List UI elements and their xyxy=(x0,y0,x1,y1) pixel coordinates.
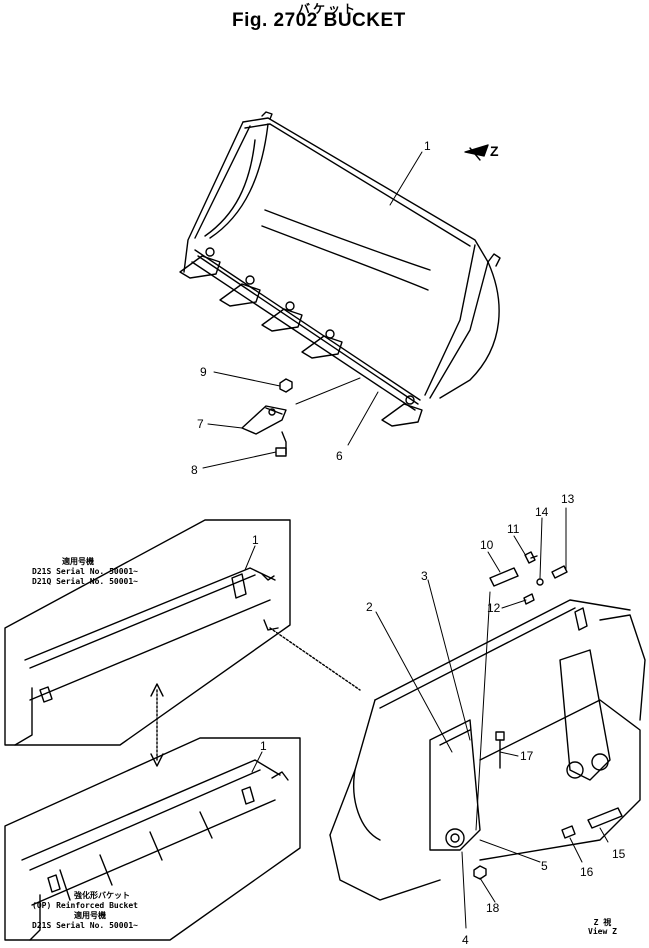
callout-1-reinforced: 1 xyxy=(260,739,267,753)
figure-title: Fig. 2702 BUCKET xyxy=(232,10,406,31)
callout-6: 6 xyxy=(336,449,343,463)
tooth-parts-drawing xyxy=(241,378,293,457)
note-reinforced-heading-jp: 強化形バケット xyxy=(74,891,130,900)
leader-lines-upper xyxy=(202,151,423,469)
callout-12: 12 xyxy=(487,601,501,615)
note-reinforced: 強化形バケット (OP) Reinforced Bucket 適用号機 D21S… xyxy=(32,891,138,931)
callout-9: 9 xyxy=(200,365,207,379)
note-reinforced-serial-d21s: D21S Serial No. 50001~ xyxy=(32,921,138,930)
view-z-arrow-label: Z xyxy=(490,143,499,159)
note-standard: 適用号機 D21S Serial No. 50001~ D21Q Serial … xyxy=(32,557,138,587)
callout-10: 10 xyxy=(480,538,494,552)
note-standard-serial-d21q: D21Q Serial No. 50001~ xyxy=(32,577,138,586)
callout-2: 2 xyxy=(366,600,373,614)
callout-15: 15 xyxy=(612,847,626,861)
callout-14: 14 xyxy=(535,505,549,519)
callout-18: 18 xyxy=(486,901,500,915)
callout-4: 4 xyxy=(462,933,469,947)
callout-7: 7 xyxy=(197,417,204,431)
bucket-main-drawing xyxy=(179,111,501,427)
callout-1-main: 1 xyxy=(424,139,431,153)
bucket-view-z-drawing xyxy=(329,551,646,901)
callout-5: 5 xyxy=(541,859,548,873)
callout-17: 17 xyxy=(520,749,534,763)
view-z-caption: Z 視 View Z xyxy=(588,918,617,936)
callout-11: 11 xyxy=(507,522,520,536)
view-z-caption-jp: Z 視 xyxy=(593,918,612,927)
inset-standard-box xyxy=(4,519,291,746)
callout-3: 3 xyxy=(421,569,428,583)
callout-labels: 1 9 7 8 6 13 14 11 10 3 2 12 17 15 16 5 … xyxy=(191,139,626,947)
callout-16: 16 xyxy=(580,865,594,879)
callout-1-standard: 1 xyxy=(252,533,259,547)
figure-title-japanese: バケット xyxy=(298,2,359,16)
note-standard-heading: 適用号機 xyxy=(62,557,94,566)
view-z-caption-en: View Z xyxy=(588,927,617,936)
callout-8: 8 xyxy=(191,463,198,477)
note-reinforced-applicable: 適用号機 xyxy=(74,911,106,920)
note-standard-serial-d21s: D21S Serial No. 50001~ xyxy=(32,567,138,576)
inset-reinforced-box xyxy=(4,737,301,941)
callout-13: 13 xyxy=(561,492,575,506)
note-reinforced-heading-en: (OP) Reinforced Bucket xyxy=(32,901,138,910)
comparison-arrows xyxy=(150,619,361,767)
leader-lines-lower xyxy=(244,507,609,929)
